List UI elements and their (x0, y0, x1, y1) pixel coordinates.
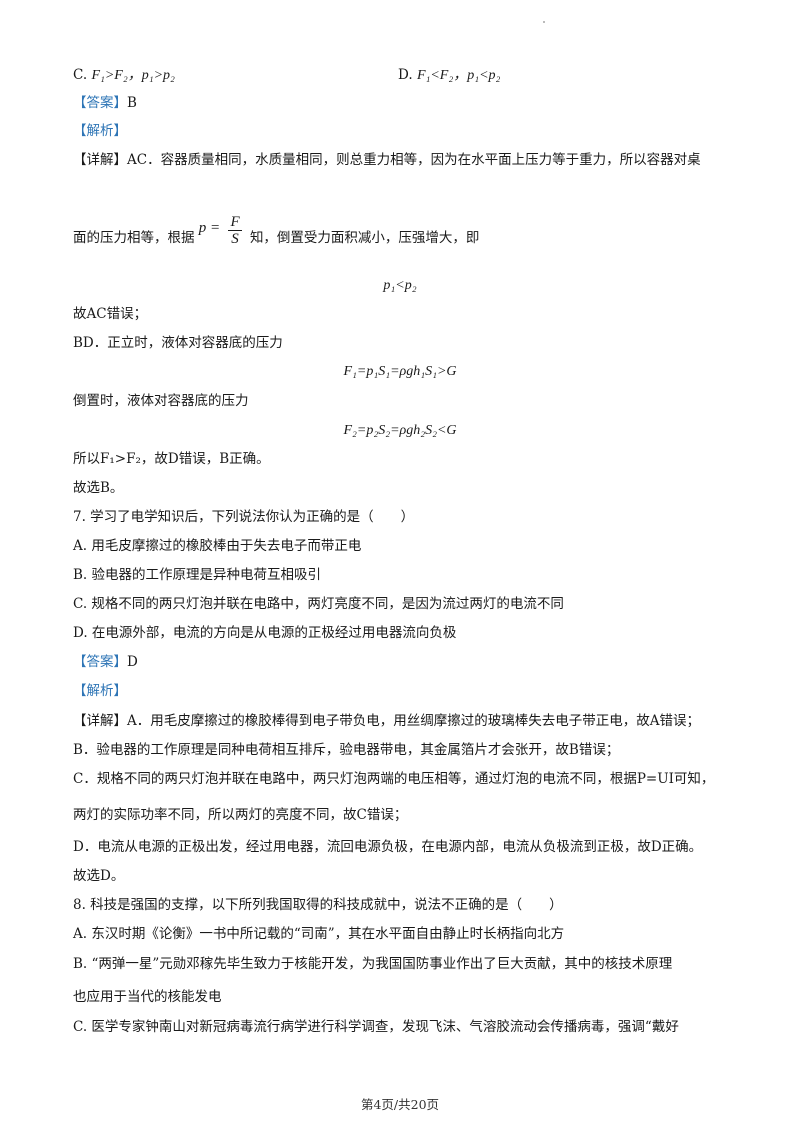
q7-option-a: A. 用毛皮摩擦过的橡胶棒由于失去电子而带正电 (73, 538, 362, 554)
q6-ac-wrong: 故AC错误； (73, 306, 148, 322)
page-footer: 第4页/共20页 (360, 1097, 440, 1112)
q8-option-a: A. 东汉时期《论衡》一书中所记载的“司南”，其在水平面自由静止时长柄指向北方 (73, 926, 565, 942)
answer-value: D (127, 654, 138, 670)
q7-detail-a: 【详解】A．用毛皮摩擦过的橡胶棒得到电子带负电，用丝绸摩擦过的玻璃棒失去电子带正… (73, 712, 700, 730)
equation: F₂=p₂S₂=ρgh₂S₂<G (343, 423, 457, 438)
fraction-numerator: F (228, 214, 242, 231)
q7-choose: 故选D。 (73, 868, 125, 884)
detail-text: 面的压力相等，根据 (73, 230, 195, 246)
q6-conclusion: 所以F₁>F₂，故D错误，B正确。 (73, 451, 270, 467)
answer-label: 【答案】 (73, 654, 127, 670)
detail-label: 【详解】 (73, 152, 127, 168)
q6-choose: 故选B。 (73, 480, 124, 496)
answer-label: 【答案】 (73, 95, 127, 111)
q7-option-c: C. 规格不同的两只灯泡并联在电路中，两灯亮度不同，是因为流过两灯的电流不同 (73, 596, 564, 612)
option-letter: C. (73, 67, 88, 83)
q7-stem: 7. 学习了电学知识后，下列说法你认为正确的是（ ） (73, 509, 415, 525)
q7-detail-d: D．电流从电源的正极出发，经过用电器，流回电源负极，在电源内部，电流从负极流到正… (73, 839, 703, 855)
fraction-denominator: S (231, 231, 239, 247)
equation: p₁<p₂ (383, 278, 417, 293)
q7-analysis: 【解析】 (73, 682, 127, 700)
q6-analysis: 【解析】 (73, 122, 127, 140)
q6-option-c: C. F₁>F₂，p₁>p₂ (73, 66, 175, 85)
q6-detail-line2: 面的压力相等，根据 p = F S 知，倒置受力面积减小，压强增大，即 (73, 214, 480, 255)
detail-text: AC．容器质量相同，水质量相同，则总重力相等，因为在水平面上压力等于重力，所以容… (127, 152, 701, 168)
option-formula: F₁<F₂，p₁<p₂ (416, 68, 501, 83)
q7-detail-b: B．验电器的工作原理是同种电荷相互排斥，验电器带电，其金属箔片才会张开，故B错误… (73, 742, 620, 758)
q6-eq3: F₂=p₂S₂=ρgh₂S₂<G (0, 421, 800, 440)
q7-detail-c2: 两灯的实际功率不同，所以两灯的亮度不同，故C错误； (73, 807, 408, 823)
q7-answer: 【答案】D (73, 653, 138, 671)
q7-option-b: B. 验电器的工作原理是异种电荷互相吸引 (73, 567, 322, 583)
q7-option-d: D. 在电源外部，电流的方向是从电源的正极经过用电器流向负极 (73, 625, 457, 641)
q8-stem: 8. 科技是强国的支撑，以下所列我国取得的科技成就中，说法不正确的是（ ） (73, 897, 563, 913)
q6-eq1: p₁<p₂ (0, 276, 800, 295)
q6-bd: BD．正立时，液体对容器底的压力 (73, 335, 283, 351)
option-formula: F₁>F₂，p₁>p₂ (91, 68, 175, 83)
detail-text: A．用毛皮摩擦过的橡胶棒得到电子带负电，用丝绸摩擦过的玻璃棒失去电子带正电，故A… (127, 713, 700, 729)
scan-dot (543, 21, 545, 23)
q6-answer: 【答案】B (73, 94, 137, 112)
q6-detail-line1: 【详解】AC．容器质量相同，水质量相同，则总重力相等，因为在水平面上压力等于重力… (73, 151, 701, 169)
option-letter: D. (398, 67, 413, 83)
analysis-label: 【解析】 (73, 683, 127, 699)
fraction-f-over-s: F S (228, 214, 242, 247)
q8-option-c1: C. 医学专家钟南山对新冠病毒流行病学进行科学调查，发现飞沫、气溶胶流动会传播病… (73, 1019, 679, 1035)
detail-text: 知，倒置受力面积减小，压强增大，即 (249, 230, 480, 246)
q8-option-b1: B. “两弹一星”元勋邓稼先毕生致力于核能开发，为我国国防事业作出了巨大贡献，其… (73, 956, 673, 972)
q8-option-b2: 也应用于当代的核能发电 (73, 989, 222, 1005)
q6-option-d: D. F₁<F₂，p₁<p₂ (398, 66, 500, 85)
answer-value: B (127, 95, 137, 111)
formula-p: p = (198, 220, 221, 236)
analysis-label: 【解析】 (73, 123, 127, 139)
equation: F₁=p₁S₁=ρgh₁S₁>G (343, 364, 457, 379)
q6-inverted: 倒置时，液体对容器底的压力 (73, 393, 249, 409)
q7-detail-c1: C．规格不同的两只灯泡并联在电路中，两只灯泡两端的电压相等，通过灯泡的电流不同，… (73, 771, 715, 787)
detail-label: 【详解】 (73, 713, 127, 729)
q6-eq2: F₁=p₁S₁=ρgh₁S₁>G (0, 362, 800, 381)
